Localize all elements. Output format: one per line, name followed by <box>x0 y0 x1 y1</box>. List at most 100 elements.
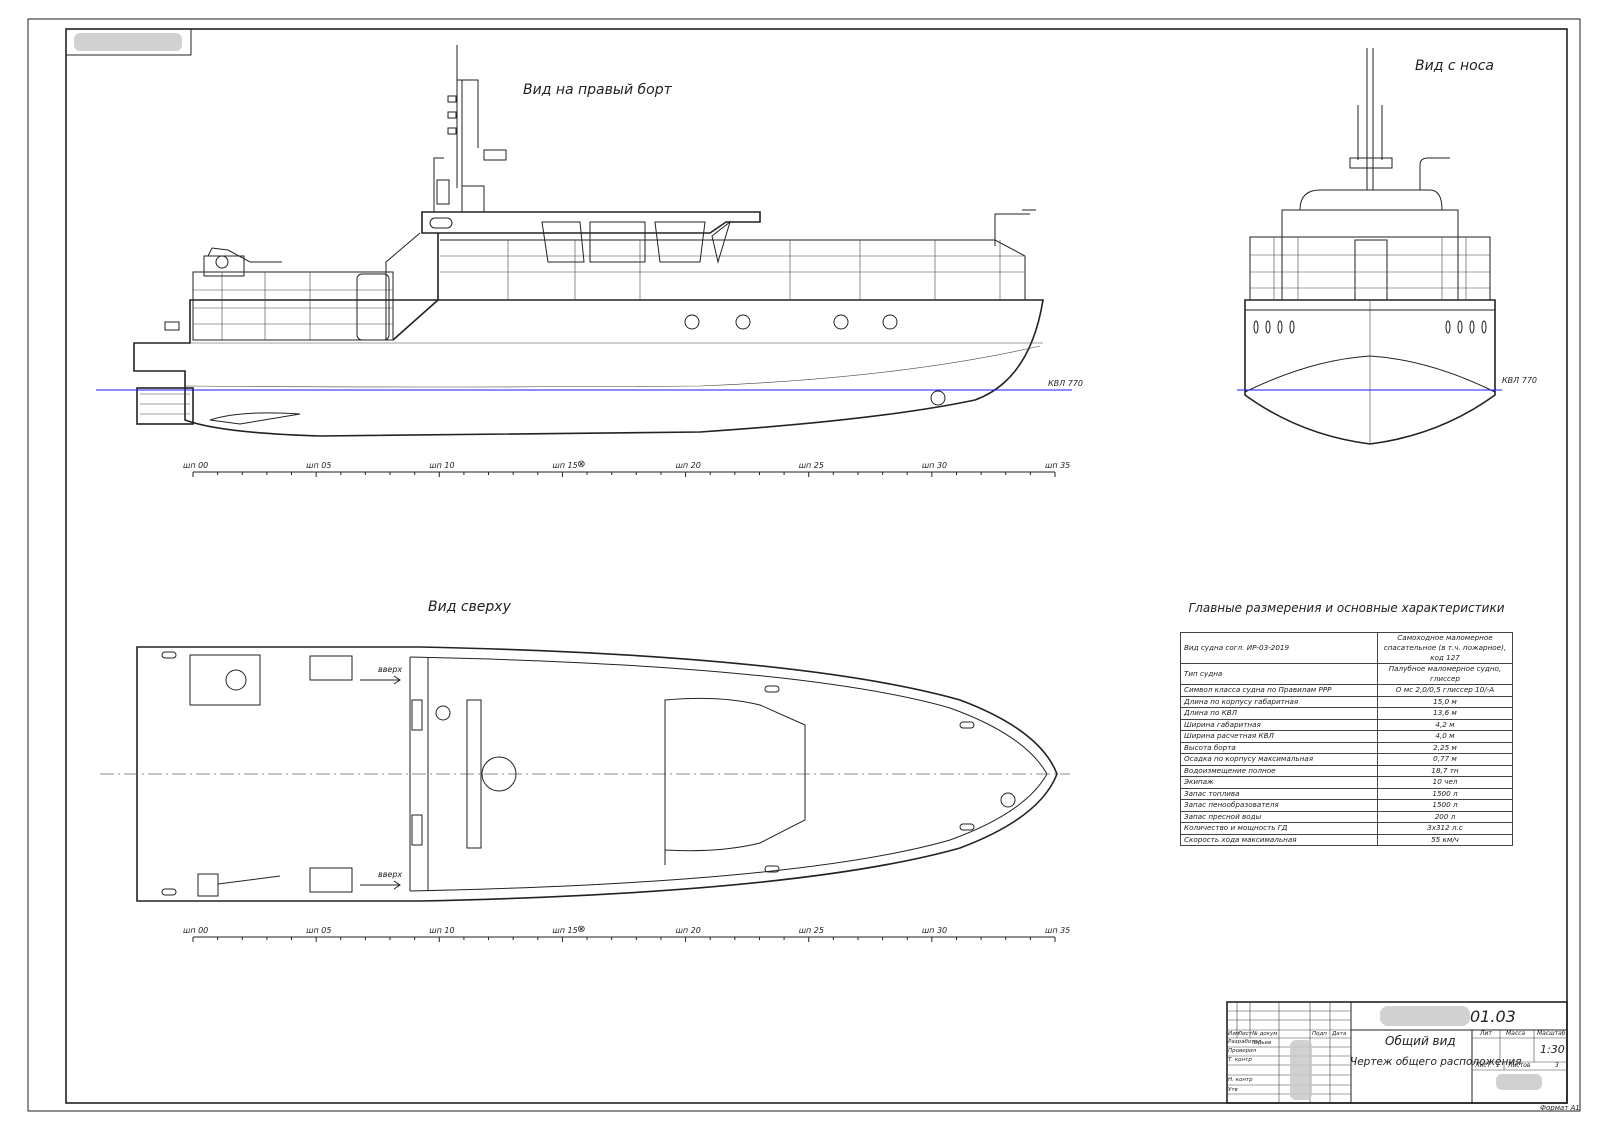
drawing-subtitle: Чертеж общего расположения <box>1350 1056 1522 1068</box>
front-view-title: Вид с носа <box>1415 58 1494 74</box>
portholes <box>684 314 898 330</box>
spec-name: Ширина расчетная КВЛ <box>1180 730 1378 743</box>
stamp-box <box>65 28 192 56</box>
sheet-label: Лист <box>1475 1062 1491 1069</box>
outboard-motors <box>136 321 194 425</box>
redacted-signatures <box>1290 1040 1312 1100</box>
scale-value: 1:30 <box>1540 1043 1565 1056</box>
spec-value: 55 км/ч <box>1377 833 1513 846</box>
spec-value: 4,0 м <box>1377 730 1513 743</box>
redacted-org <box>1496 1074 1542 1090</box>
cabin-roof-top <box>664 697 806 865</box>
spec-value: 13,6 м <box>1377 707 1513 720</box>
outer-border <box>27 18 1581 1112</box>
col-scale: Масштаб <box>1537 1030 1566 1037</box>
top-view: Вид сверху вверх вверх <box>100 599 1070 902</box>
midship-symbol: ⊗ <box>577 924 585 935</box>
spec-value: 18,7 тн <box>1377 764 1513 777</box>
rev-header: Дата <box>1332 1031 1347 1037</box>
arrow-up-1 <box>360 675 401 685</box>
arrow-label-1: вверх <box>378 665 402 674</box>
cleats-top <box>161 651 975 896</box>
title-block <box>1226 1001 1568 1104</box>
format-label: Формат А1 <box>1540 1104 1580 1112</box>
drawing-name: Общий вид <box>1385 1034 1456 1048</box>
spec-name: Запас топлива <box>1180 787 1378 800</box>
checker-name: Юрьев <box>1252 1040 1272 1046</box>
frame-label: шп 10 <box>429 461 454 470</box>
spec-value: Самоходное маломерное спасательное (в т.… <box>1377 632 1513 664</box>
aft-fire-monitor <box>203 247 282 277</box>
front-wheelhouse <box>1281 209 1459 300</box>
front-view: Вид с носа <box>1237 48 1537 445</box>
role-label: Н. контр <box>1228 1077 1253 1083</box>
front-mast <box>1349 48 1450 190</box>
role-label: Утв <box>1228 1087 1238 1093</box>
frame-label: шп 05 <box>306 461 331 470</box>
arrow-label-2: вверх <box>378 870 402 879</box>
spec-name: Ширина габаритная <box>1180 718 1378 731</box>
hatch-top <box>481 756 517 792</box>
aft-monitor-top <box>189 654 261 706</box>
aft-railing <box>192 271 394 341</box>
spec-value: 200 л <box>1377 810 1513 823</box>
spec-name: Тип судна <box>1180 663 1378 685</box>
redacted-stamp <box>74 33 182 51</box>
col-mass: Масса <box>1506 1030 1526 1037</box>
spec-name: Вид судна согл. ИР-03-2019 <box>1180 632 1378 664</box>
spec-name: Экипаж <box>1180 776 1378 789</box>
frame-label: шп 25 <box>799 926 824 935</box>
redacted-doc-code <box>1380 1006 1470 1026</box>
frame-label: шп 30 <box>922 926 947 935</box>
rev-header: № докум <box>1252 1031 1278 1037</box>
front-portholes <box>1253 320 1487 334</box>
spec-name: Длина по корпусу габаритная <box>1180 695 1378 708</box>
spec-value: О мс 2,0/0,5 глиссер 10/-А <box>1377 684 1513 697</box>
spec-name: Длина по КВЛ <box>1180 707 1378 720</box>
role-label: Разработал <box>1228 1039 1262 1045</box>
bow-fire-monitor <box>994 209 1036 246</box>
frame-label: шп 25 <box>799 461 824 470</box>
hull-outline-top <box>136 646 1058 902</box>
waterline-label-side: КВЛ 770 <box>1048 379 1083 388</box>
spec-value: 0,77 м <box>1377 753 1513 766</box>
sheets-value: 3 <box>1555 1062 1559 1069</box>
mast <box>433 45 507 213</box>
doc-code: 01.03 <box>1470 1007 1516 1026</box>
frame-label: шп 15 <box>552 926 577 935</box>
front-railing <box>1249 236 1491 301</box>
spec-value: 1500 л <box>1377 787 1513 800</box>
spray-rail <box>209 412 301 425</box>
mast-base-top <box>466 699 482 849</box>
frame-label: шп 10 <box>429 926 454 935</box>
hull-side <box>133 299 1044 437</box>
frame-label: шп 35 <box>1045 461 1070 470</box>
spec-value: 10 чел <box>1377 776 1513 789</box>
waterline-label-front: КВЛ 770 <box>1502 376 1537 385</box>
side-view: Вид на правый борт <box>96 45 1083 437</box>
sheets-label: Листов <box>1508 1062 1531 1069</box>
role-label: Проверил <box>1228 1048 1257 1054</box>
spec-name: Скорость хода максимальная <box>1180 833 1378 846</box>
rev-header: Подп <box>1312 1031 1327 1037</box>
spec-value: 3x312 л.с <box>1377 822 1513 835</box>
side-view-title: Вид на правый борт <box>523 82 673 98</box>
hatch-aft-1 <box>309 655 353 681</box>
frame-label: шп 00 <box>183 461 208 470</box>
frame-label: шп 20 <box>676 926 701 935</box>
spec-value: 2,25 м <box>1377 741 1513 754</box>
rev-header: Лист <box>1238 1031 1252 1037</box>
